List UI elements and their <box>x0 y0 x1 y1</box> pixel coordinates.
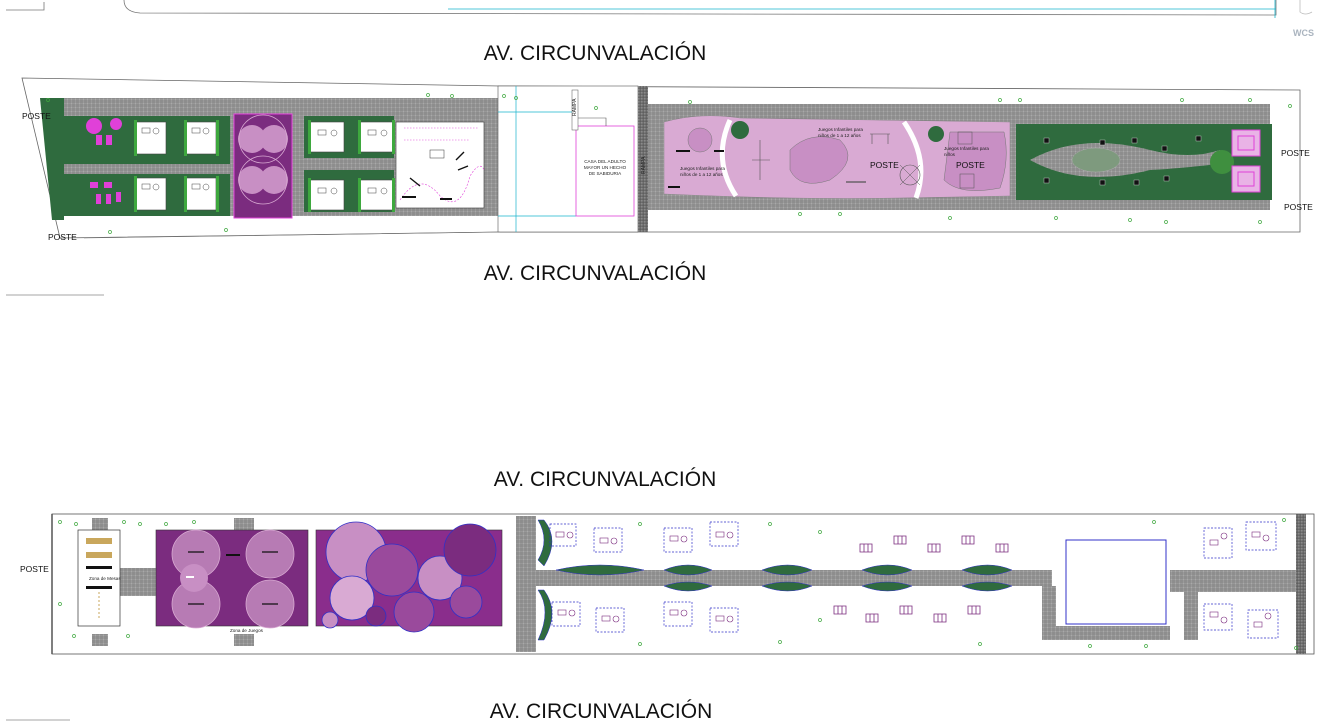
plaza-caption: Zona de Juegos <box>230 628 264 633</box>
hedges <box>537 519 1013 641</box>
juegos-note-1b: niños de 1 a 12 años <box>818 133 861 138</box>
poste-label-left-2: POSTE <box>48 232 77 242</box>
top-edge-fragment <box>6 0 1313 18</box>
casa-adulto-line-2: MAYOR UN HECHO <box>584 165 627 170</box>
juegos-note-4b: niños <box>944 152 956 157</box>
juegos-note-2a: Juegos Infantiles para <box>680 166 725 171</box>
stage-caption: Zona de Mesas <box>89 576 121 581</box>
street-label-top-1: AV. CIRCUNVALACIÓN <box>484 42 707 65</box>
poste-label-right-1: POSTE <box>1281 148 1310 158</box>
bottom-plaza <box>155 529 309 629</box>
street-label-bottom-1: AV. CIRCUNVALACIÓN <box>494 468 717 491</box>
juegos-note-1a: Juegos Infantiles para <box>818 127 863 132</box>
poste-label-bottom: POSTE <box>20 564 49 574</box>
table-squares <box>549 521 1279 639</box>
top-plan: RAMPA RAMPA CASA DEL ADULTO MAYOR UN HEC… <box>21 77 1313 242</box>
wcs-label: WCS <box>1293 28 1314 38</box>
poste-label-left-1: POSTE <box>22 111 51 121</box>
left-grass-strip <box>40 98 64 220</box>
playground-area <box>663 115 1011 199</box>
juegos-note-2b: niños de 1 a 12 años <box>680 172 723 177</box>
poste-label-mid-2: POSTE <box>956 160 985 170</box>
casa-adulto-line-3: DE SABIDURIA <box>589 171 622 176</box>
casa-adulto-line-1: CASA DEL ADULTO <box>584 159 626 164</box>
juegos-note-4a: Juegos Infantiles para <box>944 146 989 151</box>
street-label-top-2: AV. CIRCUNVALACIÓN <box>484 262 707 285</box>
rampa-label-1: RAMPA <box>572 98 578 116</box>
blue-rect-area <box>1065 539 1167 625</box>
circles-court <box>315 521 503 633</box>
poste-label-right-2: POSTE <box>1284 202 1313 212</box>
street-label-bottom-2: AV. CIRCUNVALACIÓN <box>490 700 713 723</box>
stage <box>77 529 121 627</box>
benches <box>833 535 1009 623</box>
top-white-court <box>395 121 485 209</box>
middle-block <box>497 85 648 233</box>
top-purple-plaza <box>233 113 293 219</box>
game-court <box>86 118 122 204</box>
bottom-plan: Zona de Juegos Zona de Mesas <box>51 513 1315 655</box>
poste-label-mid-1: POSTE <box>870 160 899 170</box>
right-garden <box>1016 124 1272 200</box>
rampa-label-2: RAMPA <box>641 156 647 174</box>
